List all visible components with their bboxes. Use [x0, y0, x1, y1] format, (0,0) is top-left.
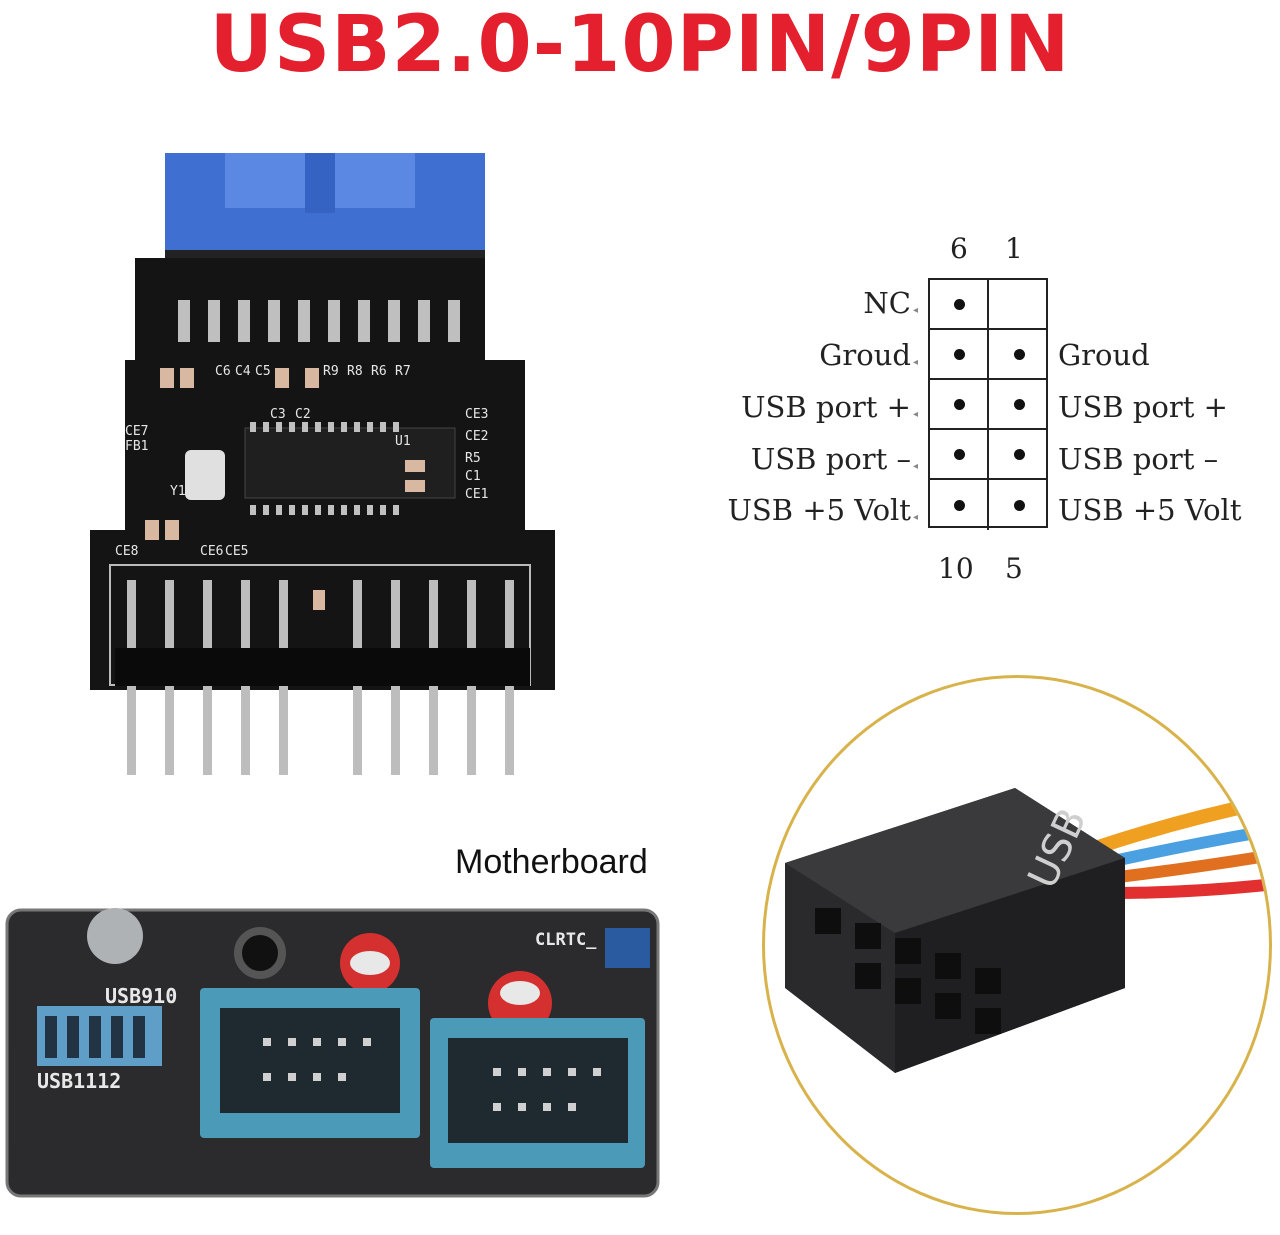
pin-label-right: USB port + — [1058, 390, 1228, 424]
pcb-silkscreen: R6 — [371, 364, 387, 379]
pin-number-bottom: 10 — [938, 552, 974, 585]
motherboard-label: Motherboard — [455, 843, 648, 881]
pcb-silkscreen: R9 — [323, 364, 339, 379]
pin-cell — [930, 480, 989, 530]
pin-cell — [989, 380, 1048, 430]
pcb-silkscreen: CE5 — [225, 544, 248, 559]
pcb-silkscreen: CE8 — [115, 544, 138, 559]
pcb-silkscreen: CE2 — [465, 429, 488, 444]
pcb-silkscreen: R7 — [395, 364, 411, 379]
pin-label-left: USB port + — [741, 382, 918, 440]
mb-silkscreen: CLRTC_ — [535, 930, 597, 950]
pcb-silkscreen: FB1 — [125, 439, 148, 454]
pin-label-right: USB port – — [1058, 442, 1219, 476]
pcb-silkscreen: R5 — [465, 451, 481, 466]
pin-cell — [989, 480, 1048, 530]
pin-label-left: NC — [863, 278, 918, 336]
pcb-silkscreen: C1 — [465, 469, 481, 484]
pcb-silkscreen: C4 — [235, 364, 251, 379]
pin-number-bottom: 5 — [1005, 552, 1023, 585]
pin-cell — [930, 380, 989, 430]
pin-cell — [989, 430, 1048, 480]
pcb-silkscreen: CE7 — [125, 424, 148, 439]
pin-cell — [989, 330, 1048, 380]
pcb-silkscreen: U1 — [395, 434, 411, 449]
pin-grid — [928, 278, 1048, 530]
pin-cell — [930, 430, 989, 480]
pcb-silkscreen: C3 — [270, 407, 286, 422]
pin-label-right: USB +5 Volt — [1058, 493, 1242, 527]
pcb-silkscreen: CE3 — [465, 407, 488, 422]
pcb-silkscreen: CE6 — [200, 544, 223, 559]
mb-silkscreen: USB910 — [105, 984, 177, 1008]
pin-label-right: Groud — [1058, 338, 1150, 372]
connector-image: USB — [785, 788, 1269, 1073]
pin-cell-empty — [989, 280, 1048, 330]
page-title: USB2.0-10PIN/9PIN — [209, 0, 1071, 90]
pin-number-top: 6 — [950, 232, 968, 265]
adapter-board-image: C6 C4 C5 R9 R8 R6 R7 C2 C3 CE7 FB1 CE3 C… — [90, 153, 555, 775]
pcb-silkscreen: CE1 — [465, 487, 488, 502]
pcb-silkscreen: C6 — [215, 364, 231, 379]
motherboard-image: USB910 USB1112 CLRTC_ — [5, 908, 660, 1198]
pin-number-top: 1 — [1005, 232, 1023, 265]
pcb-silkscreen: Y1 — [170, 484, 186, 499]
pinout-diagram: 6 1 NC Groud USB port + USB port – USB +… — [700, 230, 1260, 600]
pcb-silkscreen: R8 — [347, 364, 363, 379]
pin-label-left: USB port – — [751, 434, 918, 492]
pin-cell — [930, 330, 989, 380]
pcb-silkscreen: C5 — [255, 364, 271, 379]
pin-cell — [930, 280, 989, 330]
connector-closeup: USB — [762, 675, 1272, 1215]
pin-label-left: Groud — [819, 330, 918, 388]
pcb-silkscreen: C2 — [295, 407, 311, 422]
pin-label-left: USB +5 Volt — [727, 485, 918, 543]
mb-silkscreen: USB1112 — [37, 1069, 121, 1093]
